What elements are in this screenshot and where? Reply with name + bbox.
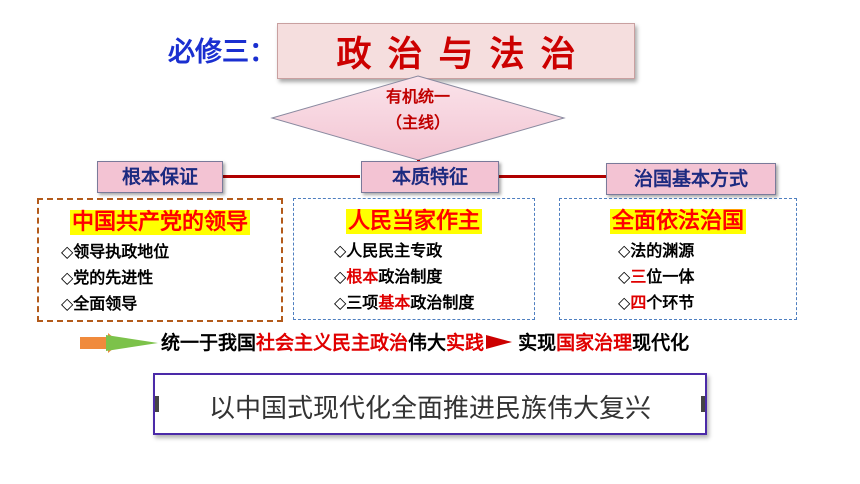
list-item: ◇全面领导	[61, 294, 138, 313]
box-title: 全面依法治国	[609, 209, 746, 234]
branch-label-essential-feature: 本质特征	[361, 161, 499, 193]
list-item: ◇领导执政地位	[61, 242, 170, 261]
list-item: ◇根本政治制度	[334, 267, 443, 286]
list-item: ◇三项基本政治制度	[334, 293, 475, 312]
branch-label-basic-mode: 治国基本方式	[606, 163, 776, 195]
branch-box-rule-of-law: 全面依法治国 ◇法的渊源 ◇三位一体 ◇四个环节	[559, 198, 797, 320]
module-label: 必修三：	[168, 37, 276, 68]
connector-left	[180, 175, 360, 178]
goal-text: 以中国式现代化全面推进民族伟大复兴	[155, 388, 705, 425]
page-title: 政治与法治	[336, 34, 592, 75]
title-box: 政治与法治	[277, 23, 635, 79]
list-item: ◇党的先进性	[61, 268, 154, 287]
list-item: ◇法的渊源	[618, 241, 695, 260]
mainline-line1: 有机统一	[385, 87, 450, 106]
connector-right	[498, 175, 608, 178]
box-title: 中国共产党的领导	[69, 210, 250, 235]
branch-label-fundamental-guarantee: 根本保证	[97, 161, 223, 193]
list-item: ◇四个环节	[618, 293, 695, 312]
goal-box: 以中国式现代化全面推进民族伟大复兴	[153, 373, 707, 435]
list-item: ◇人民民主专政	[334, 241, 443, 260]
branch-box-party-leadership: 中国共产党的领导 ◇领导执政地位 ◇党的先进性 ◇全面领导	[37, 198, 283, 322]
box-title: 人民当家作主	[345, 209, 482, 234]
red-arrow-icon	[486, 335, 513, 349]
arrow-right-icon	[80, 333, 158, 353]
branch-box-people-masters: 人民当家作主 ◇人民民主专政 ◇根本政治制度 ◇三项基本政治制度	[293, 198, 535, 320]
mainline-line2: （主线）	[385, 113, 450, 132]
mainline-text: 有机统一 （主线）	[368, 84, 468, 136]
list-item: ◇三位一体	[618, 267, 695, 286]
flow-statement: 统一于我国社会主义民主政治伟大实践实现国家治理现代化	[161, 332, 690, 354]
